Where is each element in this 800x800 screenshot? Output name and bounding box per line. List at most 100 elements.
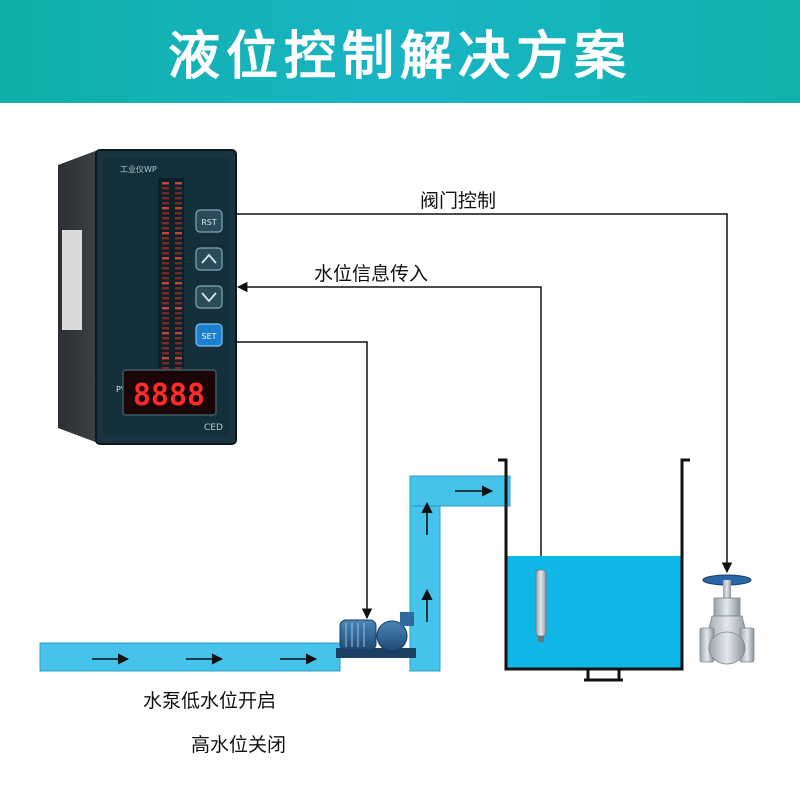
bar-segment xyxy=(162,197,169,200)
pump-control-line xyxy=(236,341,373,620)
bar-segment xyxy=(175,242,182,245)
bar-segment xyxy=(162,337,169,340)
rst-button[interactable] xyxy=(195,209,223,233)
water-pump xyxy=(336,612,416,658)
valve-chamber xyxy=(708,631,746,665)
bar-segment xyxy=(175,182,182,185)
bar-segment xyxy=(175,312,182,315)
bar-segment xyxy=(175,352,182,355)
bar-segment xyxy=(175,217,182,220)
valve-stem xyxy=(723,580,731,610)
bar-segment xyxy=(162,182,169,185)
water-tank xyxy=(498,458,690,682)
chevron-down-icon xyxy=(201,292,217,303)
bar-segment xyxy=(162,322,169,325)
bar-segment xyxy=(175,342,182,345)
level-sensor-probe xyxy=(535,569,547,637)
bar-segment xyxy=(162,247,169,250)
bar-segment xyxy=(162,217,169,220)
bar-segment xyxy=(175,207,182,210)
bar-segment xyxy=(162,367,169,370)
bar-segment xyxy=(175,222,182,225)
bar-segment xyxy=(162,317,169,320)
bar-segment xyxy=(175,347,182,350)
bar-segment xyxy=(175,302,182,305)
bar-segment xyxy=(162,342,169,345)
pump-base xyxy=(336,648,416,658)
bar-segment xyxy=(175,317,182,320)
bar-segment xyxy=(175,202,182,205)
bar-segment xyxy=(175,287,182,290)
flow-arrows xyxy=(92,485,494,665)
bar-segment xyxy=(162,297,169,300)
title-banner: 液位控制解决方案 xyxy=(0,0,800,103)
bar-segment xyxy=(175,257,182,260)
down-button[interactable] xyxy=(195,285,223,309)
bar-segment xyxy=(175,187,182,190)
bar-segment xyxy=(162,352,169,355)
pv-display xyxy=(122,369,217,416)
level-signal-line xyxy=(236,281,542,570)
pv-label: PV xyxy=(116,385,127,394)
bar-segment xyxy=(162,272,169,275)
bar-segment xyxy=(175,307,182,310)
bar-segment xyxy=(175,247,182,250)
bar-segment xyxy=(175,282,182,285)
set-button[interactable] xyxy=(195,323,223,347)
bar-segment xyxy=(175,237,182,240)
bar-segment xyxy=(175,227,182,230)
bar-segment xyxy=(162,242,169,245)
bar-segment xyxy=(162,207,169,210)
page-title: 液位控制解决方案 xyxy=(167,27,632,87)
bar-segment xyxy=(162,222,169,225)
level-controller: 工业仪WP RST SET PV 8888 CED xyxy=(58,149,237,445)
controller-side-label xyxy=(62,230,82,330)
bar-segment xyxy=(175,212,182,215)
bar-segment xyxy=(162,302,169,305)
bar-segment xyxy=(162,187,169,190)
bar-segment xyxy=(175,252,182,255)
bar-segment xyxy=(162,282,169,285)
bar-segment xyxy=(162,362,169,365)
bar-segment xyxy=(162,212,169,215)
bar-segment xyxy=(175,262,182,265)
bar-segment xyxy=(175,277,182,280)
bar-segment xyxy=(162,277,169,280)
bar-segment xyxy=(162,267,169,270)
tank-drain xyxy=(586,669,621,682)
bar-segment xyxy=(162,327,169,330)
pump-motor-fins xyxy=(345,623,365,647)
bar-segment xyxy=(175,297,182,300)
bar-segment xyxy=(162,237,169,240)
valve-control-label: 阀门控制 xyxy=(420,190,497,212)
pump-start-label: 水泵低水位开启 xyxy=(143,690,277,712)
bar-segment xyxy=(162,202,169,205)
bar-segment xyxy=(175,197,182,200)
valve-control-line xyxy=(236,213,733,574)
chevron-up-icon xyxy=(201,253,217,264)
pump-volute xyxy=(376,620,408,652)
controller-badge: CED xyxy=(204,423,223,433)
bar-segment xyxy=(175,327,182,330)
up-button[interactable] xyxy=(195,247,223,271)
water-pipe xyxy=(39,475,511,672)
bar-segment xyxy=(175,367,182,370)
bar-segment xyxy=(175,322,182,325)
bar-segment xyxy=(162,257,169,260)
level-input-label: 水位信息传入 xyxy=(314,263,429,285)
bar-segment xyxy=(162,227,169,230)
inlet-pipe xyxy=(39,642,341,672)
pump-discharge xyxy=(400,612,414,626)
rst-button-label: RST xyxy=(201,218,217,227)
bar-segment xyxy=(175,362,182,365)
bar-segment xyxy=(162,347,169,350)
bar-segment xyxy=(162,192,169,195)
bar-segment xyxy=(175,267,182,270)
bar-segment xyxy=(162,307,169,310)
bar-graph-ticks xyxy=(162,182,182,370)
bar-segment xyxy=(175,192,182,195)
bar-segment xyxy=(175,332,182,335)
bar-segment xyxy=(162,287,169,290)
bar-segment xyxy=(175,292,182,295)
